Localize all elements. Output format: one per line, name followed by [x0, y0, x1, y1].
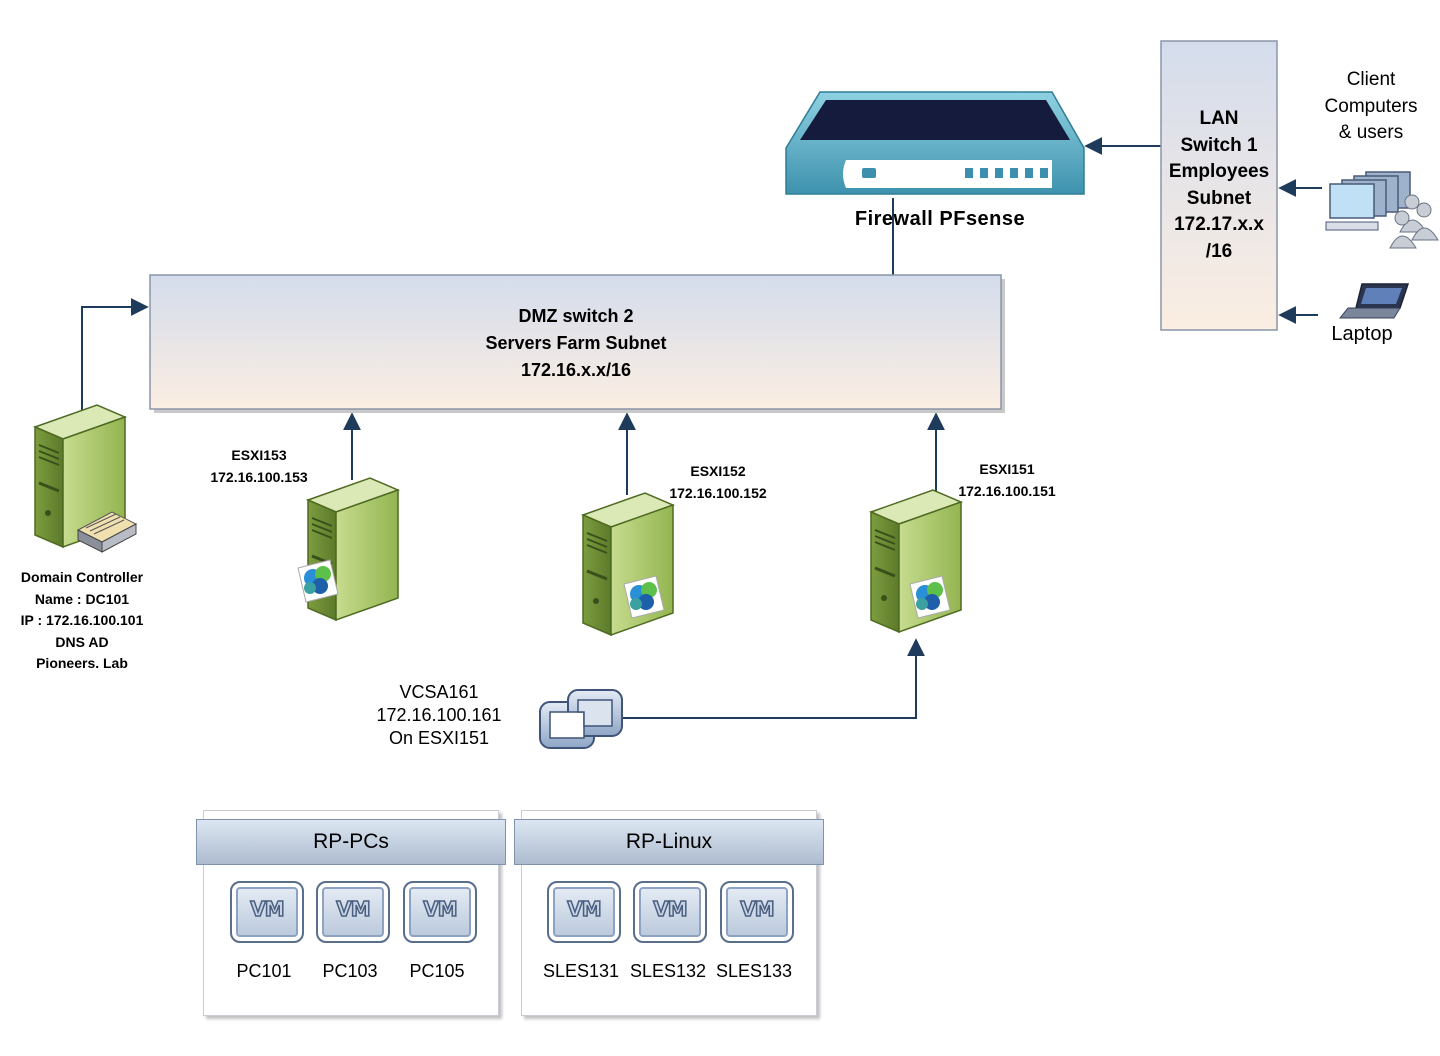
domain-controller-line: Name : DC101	[34, 590, 130, 607]
esxi151-name: ESXI151	[979, 461, 1035, 477]
vm-icon: VM	[633, 881, 707, 943]
dmz-switch-label: DMZ switch 2 Servers Farm Subnet 172.16.…	[485, 303, 666, 384]
esxi153-label: ESXI153 172.16.100.153	[210, 444, 307, 488]
printer-icon	[76, 511, 138, 553]
esxi152-label: ESXI152 172.16.100.152	[669, 460, 766, 504]
connections	[81, 137, 1322, 719]
esxi153-ip: 172.16.100.153	[210, 469, 308, 485]
domain-controller-line: Domain Controller	[20, 569, 144, 585]
vcsa-name: VCSA161	[399, 682, 479, 702]
lan-switch-line: 172.17.x.x	[1174, 214, 1264, 235]
vm-label: PC101	[236, 961, 292, 981]
laptop-icon	[1338, 283, 1410, 319]
dmz-switch-line: Servers Farm Subnet	[485, 333, 667, 353]
firewall-label: Firewall PFsense	[854, 208, 1026, 230]
vcsa-ip: 172.16.100.161	[376, 705, 502, 725]
laptop-label: Laptop	[1331, 323, 1393, 345]
lan-switch-line: /16	[1205, 240, 1233, 262]
rp-pcs-group-title: RP-PCs	[196, 819, 506, 865]
domain-controller-line: DNS AD	[55, 633, 109, 650]
vm-label: SLES132	[629, 961, 707, 981]
domain-controller-line: Pioneers. Lab	[36, 655, 128, 671]
lan-switch-line: Employees	[1168, 161, 1270, 182]
esxi153-name: ESXI153	[231, 447, 287, 463]
esxi151-ip: 172.16.100.151	[958, 483, 1056, 499]
rp-linux-group: RP-Linux VM VM VM SLES131 SLES132 SLES13…	[514, 810, 824, 1016]
dmz-switch-box	[149, 274, 1002, 410]
vm-icon: VM	[547, 881, 621, 943]
firewall-icon	[785, 91, 1085, 195]
esxi151-label: ESXI151 172.16.100.151	[958, 458, 1055, 502]
lan-switch-line: LAN	[1199, 108, 1239, 129]
client-computers-line: Computers	[1324, 95, 1418, 117]
esxi152-name: ESXI152	[690, 463, 746, 479]
vm-icon: VM	[316, 881, 390, 943]
rp-pcs-group: RP-PCs VM VM VM PC101 PC103 PC105	[196, 810, 506, 1016]
lan-switch-line: Switch 1	[1180, 134, 1258, 156]
dmz-switch-line: 172.16.x.x/16	[520, 360, 632, 380]
esxi153-server-icon	[306, 476, 400, 622]
domain-controller-label: Domain Controller Name : DC101 IP : 172.…	[21, 567, 144, 675]
vm-label: PC103	[322, 961, 378, 981]
vm-label: PC105	[409, 961, 465, 981]
vcsa-host: On ESXI151	[388, 728, 490, 748]
vcsa-label: VCSA161 172.16.100.161 On ESXI151	[376, 681, 501, 750]
esxi152-server-icon	[581, 491, 675, 637]
vm-icon: VM	[720, 881, 794, 943]
vm-icon: VM	[403, 881, 477, 943]
dc-to-dmz-link	[81, 298, 149, 410]
client-computers-line: & users	[1338, 122, 1404, 143]
vm-label: SLES131	[542, 961, 620, 981]
lan-switch-box	[1160, 40, 1278, 331]
client-computers-icon	[1325, 171, 1439, 249]
vcenter-icon	[539, 689, 623, 749]
vm-icon: VM	[230, 881, 304, 943]
vcsa-to-esxi151-link	[622, 638, 925, 719]
client-computers-label: Client Computers & users	[1325, 67, 1418, 147]
client-computers-line: Client	[1346, 69, 1396, 90]
dmz-switch-line: DMZ switch 2	[518, 306, 634, 326]
lan-switch-label: LAN Switch 1 Employees Subnet 172.17.x.x…	[1169, 106, 1269, 265]
vm-label: SLES133	[715, 961, 793, 981]
esxi152-ip: 172.16.100.152	[669, 485, 767, 501]
rp-linux-group-title: RP-Linux	[514, 819, 824, 865]
domain-controller-line: IP : 172.16.100.101	[20, 612, 144, 628]
lan-switch-line: Subnet	[1186, 187, 1252, 209]
